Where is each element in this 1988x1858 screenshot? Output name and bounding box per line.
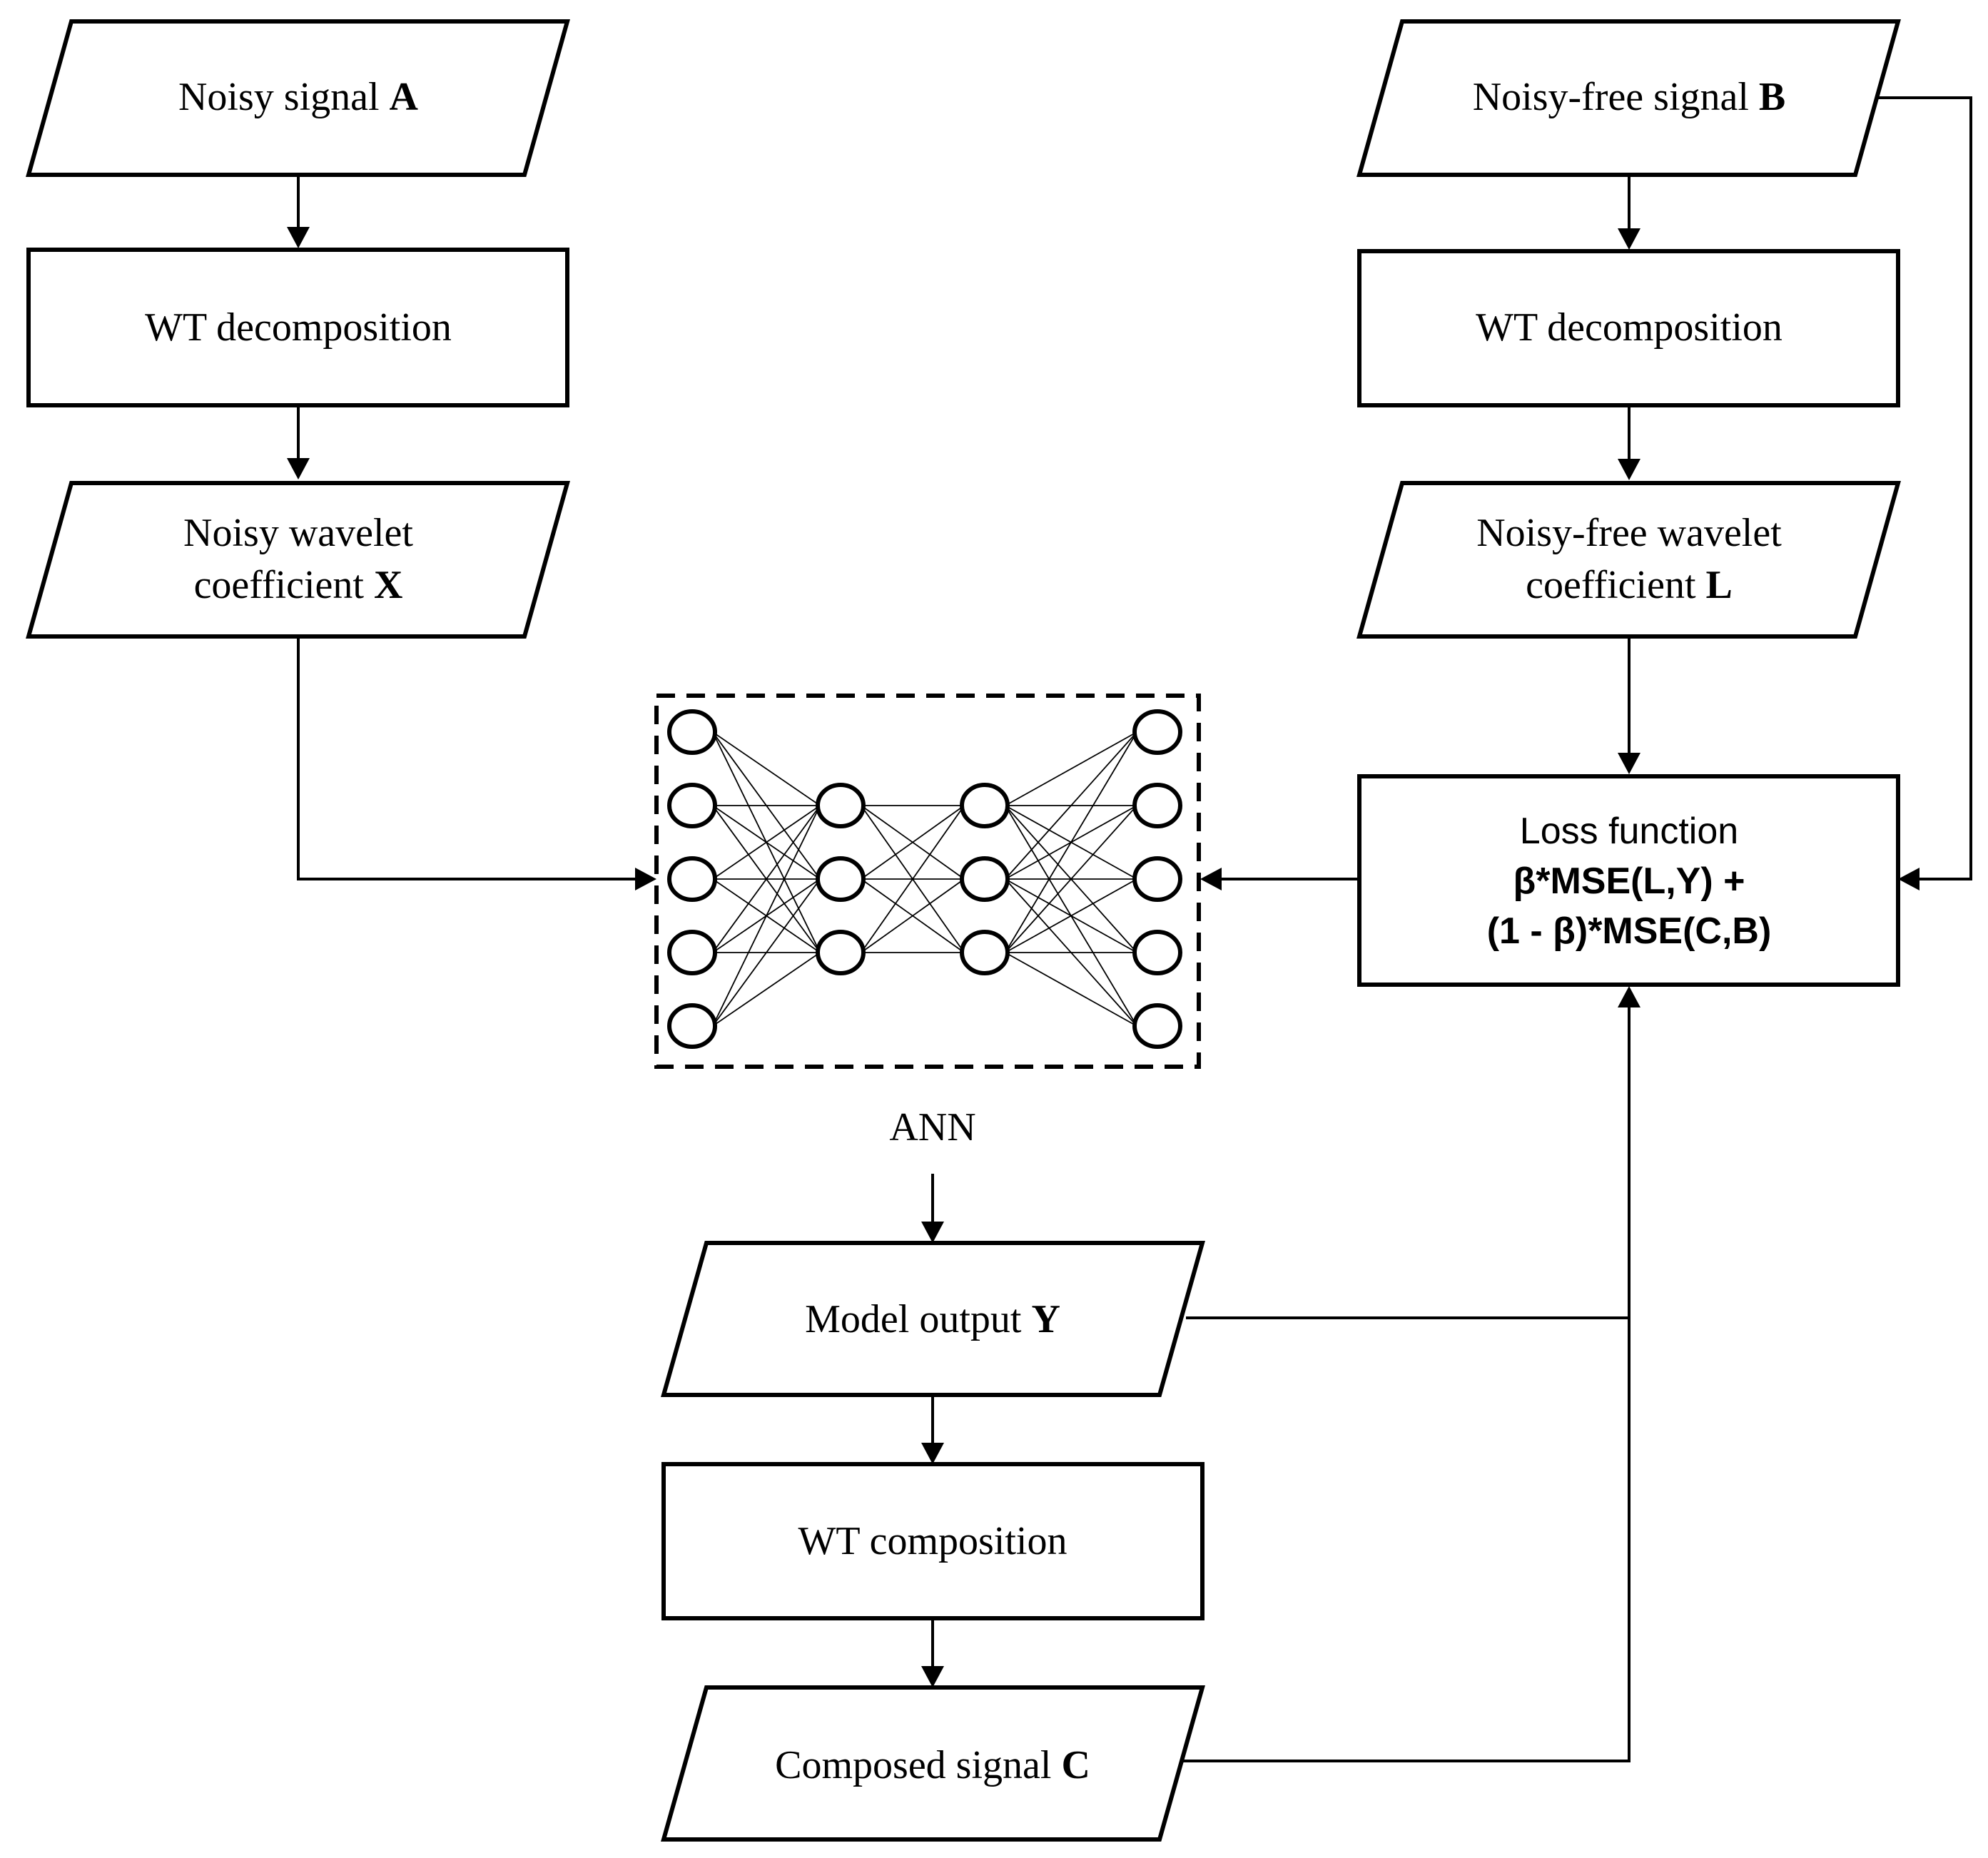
ann-neuron-layer-1 (667, 930, 717, 975)
ann-connection (712, 952, 821, 1027)
arrowhead (921, 1443, 944, 1464)
noise-free-signal-b-text: Noisy-free signal B (1473, 75, 1786, 119)
arrowhead (1618, 228, 1640, 250)
ann-connection (712, 805, 821, 880)
ann-neuron-layer-4 (1132, 856, 1182, 902)
loss-function-node (1357, 774, 1900, 987)
ann-neuron-layer-3 (960, 930, 1010, 975)
connectors (287, 96, 1972, 1762)
noisy-coefficient-x-line2: coefficient X (194, 563, 403, 607)
noisy-signal-a-node (26, 19, 570, 177)
ann-connection (712, 878, 821, 1027)
loss-function-line1: β*MSE(L,Y) + (1513, 861, 1745, 902)
ann-neuron-layer-3 (960, 856, 1010, 902)
wt-composition-node (661, 1462, 1205, 1620)
noise-free-coefficient-l-node (1356, 481, 1901, 639)
ann-neuron-layer-1 (667, 1003, 717, 1049)
arrowhead (1618, 986, 1640, 1007)
ann-dashed-box (654, 694, 1201, 1069)
ann-connection (1005, 805, 1137, 953)
wt-decomposition-right-node (1357, 249, 1900, 407)
arrowhead (921, 1222, 944, 1243)
ann-connection (861, 805, 965, 953)
ann-neuron-layer-4 (1132, 1003, 1182, 1049)
wt-decomposition-right-text: WT decomposition (1476, 305, 1782, 350)
ann-edges (711, 731, 1137, 1027)
ann-connection (1005, 731, 1137, 953)
ann-neuron-layer-4 (1132, 709, 1182, 755)
ann-connection (711, 805, 821, 1027)
noisy-coefficient-x-node (26, 481, 570, 639)
ann-neurons (667, 709, 1182, 1049)
noise-free-signal-b-node (1356, 19, 1901, 177)
loss-function-line2: (1 - β)*MSE(C,B) (1487, 910, 1772, 952)
wt-composition-text: WT composition (798, 1519, 1067, 1563)
ann-connection (1005, 952, 1137, 1027)
wt-decomposition-left-text: WT decomposition (145, 305, 452, 350)
wt-decomposition-left-node (26, 248, 569, 407)
ann-connection (1005, 878, 1137, 953)
noise-free-coefficient-l-line2: coefficient L (1526, 563, 1733, 607)
ann-neuron-layer-4 (1132, 783, 1182, 828)
ann-network (654, 694, 1201, 1069)
arrow-x-to-ann (297, 636, 635, 880)
arrowhead (287, 458, 310, 479)
ann-neuron-layer-2 (816, 930, 866, 975)
composed-signal-c-node (661, 1685, 1205, 1842)
ann-connection (712, 731, 821, 806)
noise-free-coefficient-l-line1: Noisy-free wavelet (1476, 511, 1782, 555)
arrowhead (1618, 459, 1640, 480)
noisy-signal-a-text: Noisy signal A (178, 75, 419, 119)
ann-connection (861, 878, 965, 953)
arrowhead (921, 1666, 944, 1687)
ann-connection (861, 805, 965, 880)
ann-neuron-layer-1 (667, 856, 717, 902)
arrowhead (1618, 753, 1640, 774)
noisy-coefficient-x-line1: Noisy wavelet (183, 511, 413, 555)
arrow-b-to-loss (1877, 96, 1972, 880)
ann-neuron-layer-3 (960, 783, 1010, 828)
ann-neuron-layer-2 (816, 856, 866, 902)
ann-connection (1005, 731, 1137, 880)
ann-neuron-layer-4 (1132, 930, 1182, 975)
arrowhead (635, 868, 656, 890)
ann-neuron-layer-1 (667, 783, 717, 828)
ann-label: ANN (889, 1105, 975, 1149)
arrow-c-to-loss (1163, 1007, 1631, 1762)
model-output-y-text: Model output Y (805, 1297, 1060, 1341)
ann-neuron-layer-1 (667, 709, 717, 755)
arrowhead (1200, 868, 1222, 890)
composed-signal-c-text: Composed signal C (775, 1743, 1090, 1787)
arrowhead (1898, 868, 1919, 890)
model-output-y-node (661, 1241, 1205, 1397)
ann-connection (712, 805, 821, 953)
arrowhead (287, 227, 310, 248)
ann-connection (1005, 731, 1137, 806)
loss-function-title: Loss function (1520, 811, 1738, 852)
ann-neuron-layer-2 (816, 783, 866, 828)
